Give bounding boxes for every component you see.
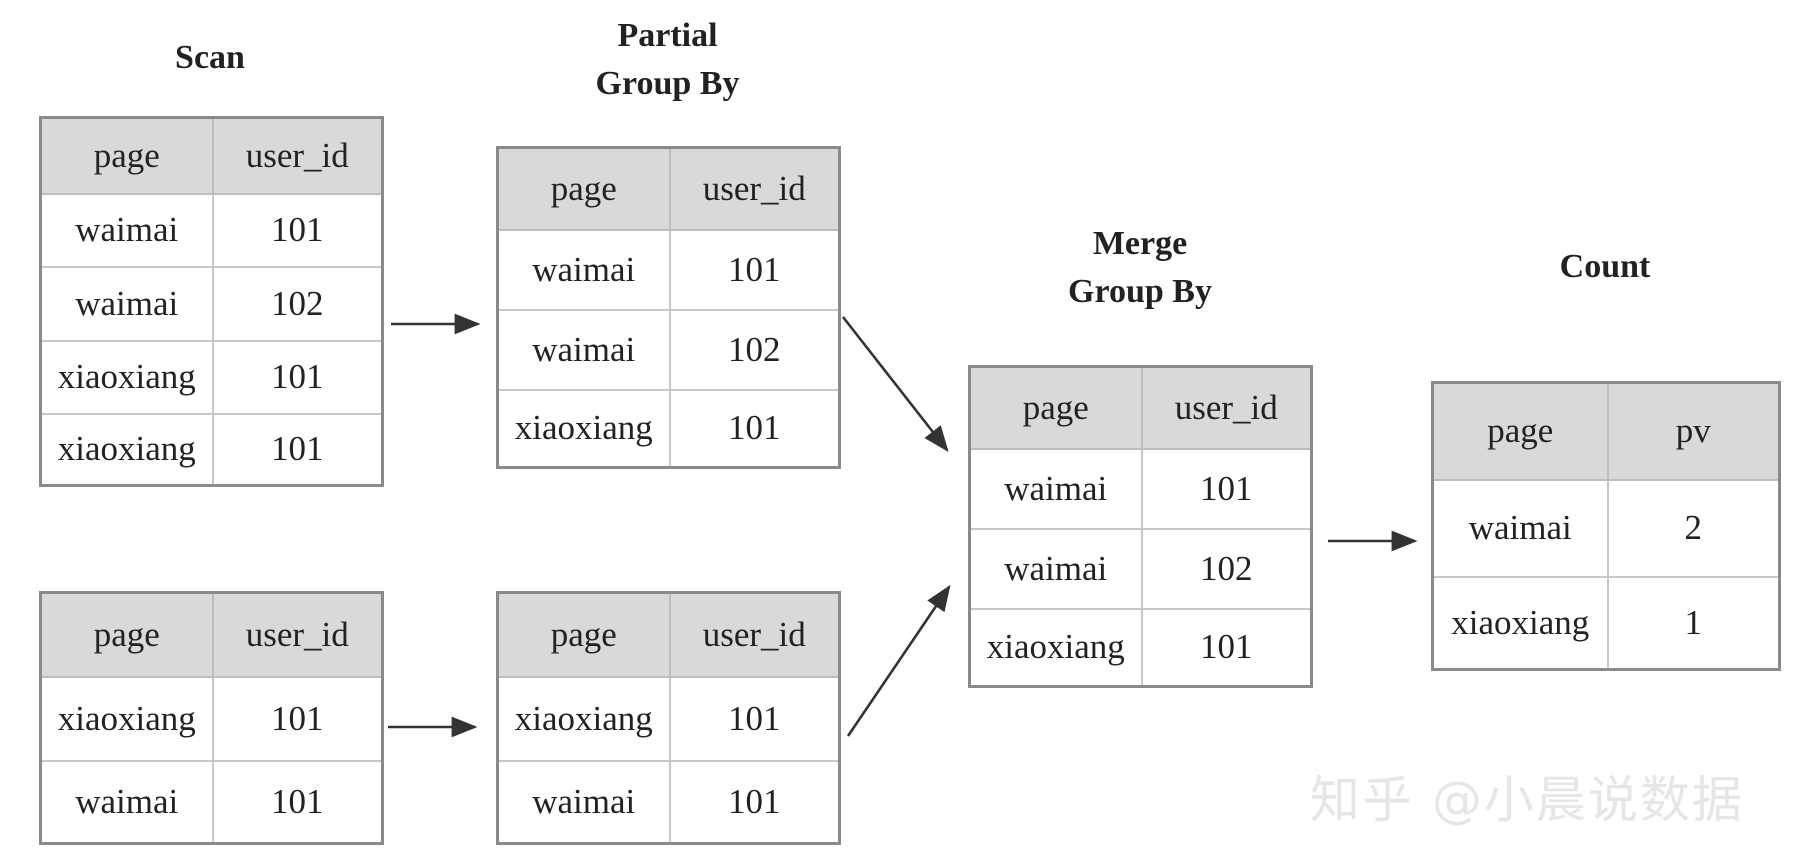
table-row: waimai 101 bbox=[968, 447, 1313, 530]
cell-user-id: 101 bbox=[211, 339, 384, 415]
cell-user-id: 102 bbox=[1140, 527, 1313, 610]
cell-user-id: 101 bbox=[1140, 607, 1313, 688]
watermark: 知乎 @小晨说数据 bbox=[1310, 771, 1744, 829]
cell-user-id: 102 bbox=[211, 265, 384, 342]
merge-group-by-table: page user_id waimai 101 waimai 102 xiaox… bbox=[968, 365, 1313, 688]
table-row: xiaoxiang 101 bbox=[496, 675, 841, 762]
table-header-row: page user_id bbox=[968, 365, 1313, 450]
merge-heading-line1: Merge bbox=[1092, 225, 1188, 262]
table-row: xiaoxiang 101 bbox=[39, 675, 384, 762]
header-cell-pv: pv bbox=[1606, 381, 1781, 481]
cell-user-id: 101 bbox=[668, 388, 841, 469]
cell-page: waimai bbox=[496, 759, 671, 845]
table-row: xiaoxiang 101 bbox=[496, 388, 841, 469]
header-cell-user-id: user_id bbox=[211, 116, 384, 195]
partial-heading-line2: Group By bbox=[595, 65, 740, 102]
cell-user-id: 102 bbox=[668, 308, 841, 391]
header-cell-page: page bbox=[1431, 381, 1609, 481]
cell-pv: 2 bbox=[1606, 478, 1781, 578]
table-row: waimai 102 bbox=[496, 308, 841, 391]
cell-user-id: 101 bbox=[1140, 447, 1313, 530]
table-row: waimai 101 bbox=[496, 759, 841, 845]
cell-page: xiaoxiang bbox=[1431, 575, 1609, 671]
header-cell-page: page bbox=[39, 116, 214, 195]
cell-page: waimai bbox=[1431, 478, 1609, 578]
table-row: xiaoxiang 101 bbox=[968, 607, 1313, 688]
scan-heading: Scan bbox=[110, 34, 310, 82]
table-row: waimai 102 bbox=[39, 265, 384, 342]
table-row: xiaoxiang 1 bbox=[1431, 575, 1781, 671]
cell-page: waimai bbox=[39, 759, 214, 845]
scan-table-bottom: page user_id xiaoxiang 101 waimai 101 bbox=[39, 591, 384, 845]
cell-user-id: 101 bbox=[211, 675, 384, 762]
cell-page: waimai bbox=[968, 527, 1143, 610]
header-cell-page: page bbox=[496, 591, 671, 678]
partial-group-by-table-bottom: page user_id xiaoxiang 101 waimai 101 bbox=[496, 591, 841, 845]
table-header-row: page user_id bbox=[39, 591, 384, 678]
partial-group-by-table-top: page user_id waimai 101 waimai 102 xiaox… bbox=[496, 146, 841, 469]
header-cell-user-id: user_id bbox=[1140, 365, 1313, 450]
cell-page: xiaoxiang bbox=[968, 607, 1143, 688]
cell-page: xiaoxiang bbox=[39, 675, 214, 762]
arrow-partial-bottom-to-merge bbox=[846, 584, 951, 737]
count-heading: Count bbox=[1505, 243, 1705, 291]
cell-page: waimai bbox=[968, 447, 1143, 530]
cell-pv: 1 bbox=[1606, 575, 1781, 671]
cell-page: xiaoxiang bbox=[39, 412, 214, 487]
partial-heading-line1: Partial bbox=[617, 17, 718, 54]
cell-user-id: 101 bbox=[211, 192, 384, 268]
merge-heading-line2: Group By bbox=[1068, 273, 1212, 310]
header-cell-page: page bbox=[39, 591, 214, 678]
cell-page: xiaoxiang bbox=[496, 388, 671, 469]
table-row: waimai 101 bbox=[39, 759, 384, 845]
scan-heading-text: Scan bbox=[175, 39, 245, 76]
cell-page: waimai bbox=[39, 265, 214, 342]
cell-page: waimai bbox=[496, 308, 671, 391]
header-cell-page: page bbox=[496, 146, 671, 231]
table-header-row: page pv bbox=[1431, 381, 1781, 481]
cell-page: waimai bbox=[39, 192, 214, 268]
table-row: waimai 101 bbox=[39, 192, 384, 268]
cell-page: xiaoxiang bbox=[496, 675, 671, 762]
merge-group-by-heading: Merge Group By bbox=[1010, 220, 1270, 316]
header-cell-user-id: user_id bbox=[668, 591, 841, 678]
scan-table-top: page user_id waimai 101 waimai 102 xiaox… bbox=[39, 116, 384, 487]
count-table: page pv waimai 2 xiaoxiang 1 bbox=[1431, 381, 1781, 671]
table-row: waimai 101 bbox=[496, 228, 841, 311]
header-cell-user-id: user_id bbox=[211, 591, 384, 678]
table-header-row: page user_id bbox=[496, 146, 841, 231]
header-cell-page: page bbox=[968, 365, 1143, 450]
table-row: xiaoxiang 101 bbox=[39, 339, 384, 415]
table-row: waimai 102 bbox=[968, 527, 1313, 610]
cell-user-id: 101 bbox=[211, 412, 384, 487]
cell-user-id: 101 bbox=[668, 675, 841, 762]
table-row: xiaoxiang 101 bbox=[39, 412, 384, 487]
table-header-row: page user_id bbox=[496, 591, 841, 678]
header-cell-user-id: user_id bbox=[668, 146, 841, 231]
arrow-partial-top-to-merge bbox=[841, 316, 949, 453]
cell-user-id: 101 bbox=[668, 228, 841, 311]
cell-user-id: 101 bbox=[211, 759, 384, 845]
partial-group-by-heading: Partial Group By bbox=[540, 12, 795, 108]
count-heading-text: Count bbox=[1559, 248, 1651, 285]
cell-user-id: 101 bbox=[668, 759, 841, 845]
cell-page: waimai bbox=[496, 228, 671, 311]
cell-page: xiaoxiang bbox=[39, 339, 214, 415]
table-header-row: page user_id bbox=[39, 116, 384, 195]
table-row: waimai 2 bbox=[1431, 478, 1781, 578]
